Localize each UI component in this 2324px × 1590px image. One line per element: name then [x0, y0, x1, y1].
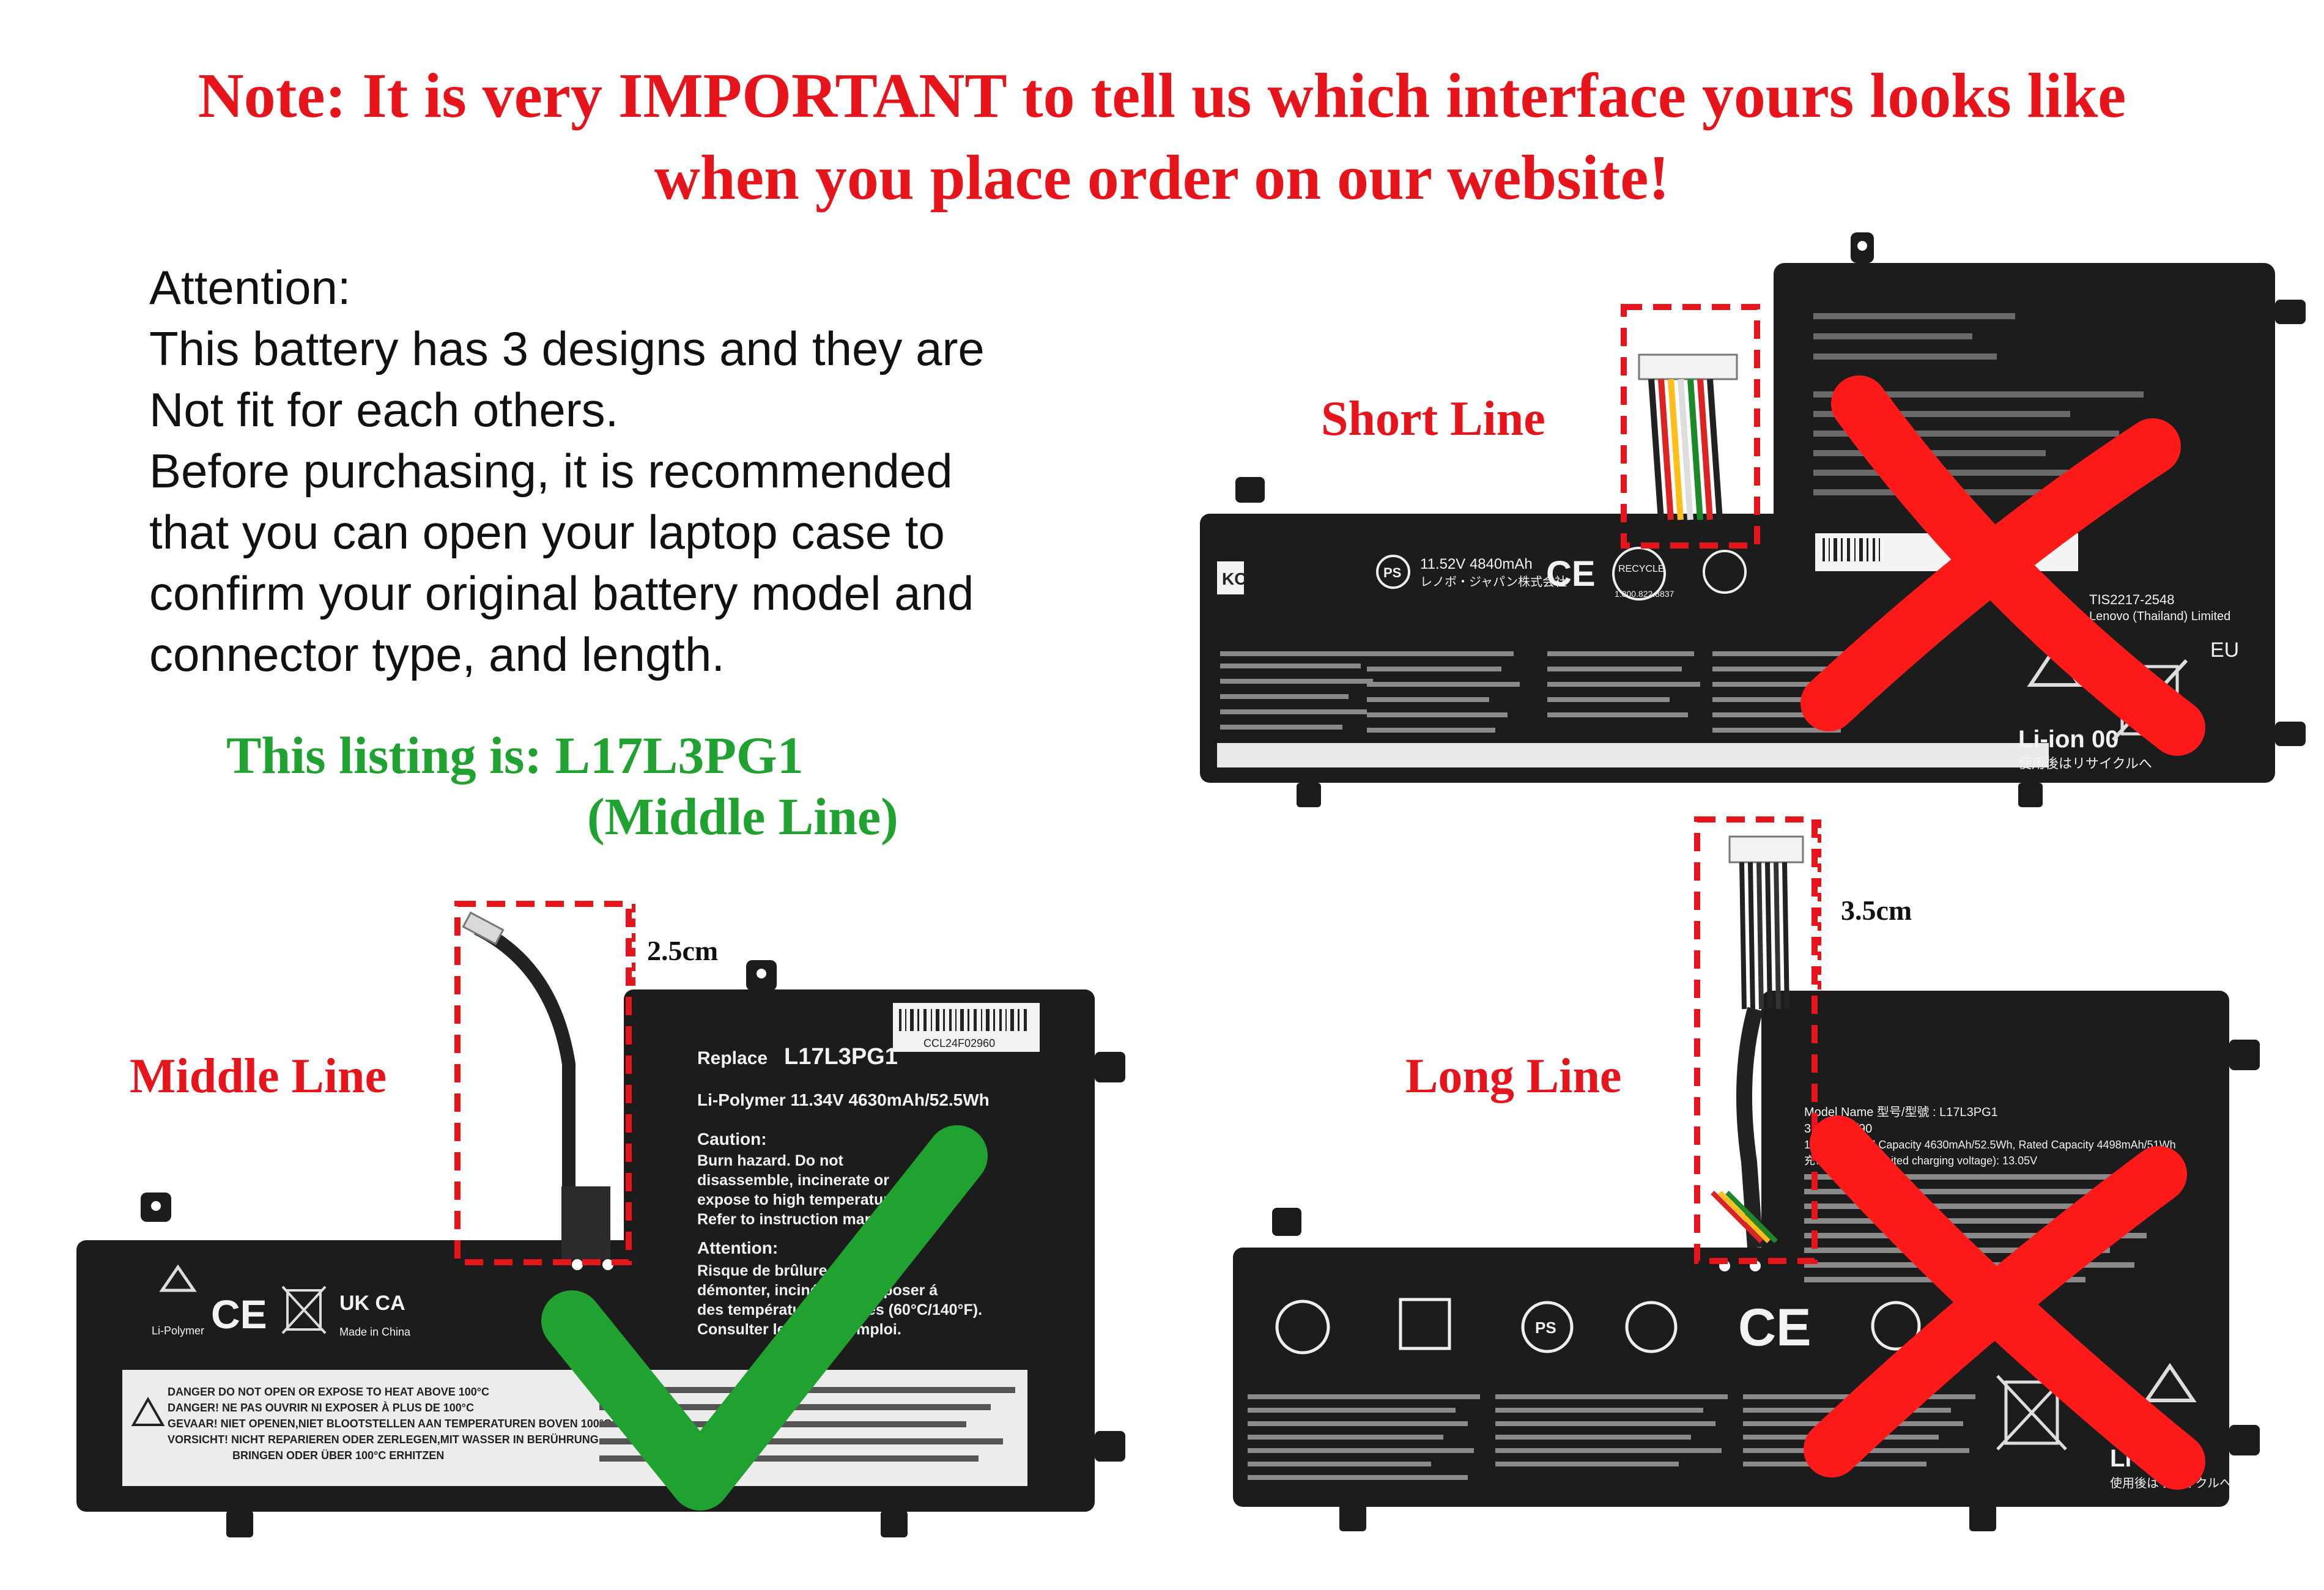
- svg-text:Li-Polymer 11.34V 4630mAh/52.: Li-Polymer 11.34V 4630mAh/52.5Wh: [697, 1090, 990, 1109]
- svg-text:使用後はリサイクルへ: 使用後はリサイクルへ: [2018, 756, 2152, 771]
- recycle-icon: [2143, 1363, 2197, 1402]
- listing-model: This listing is: L17L3PG1: [226, 726, 804, 785]
- attention-line: confirm your original battery model and: [149, 566, 974, 620]
- svg-text:CE: CE: [1738, 1298, 1811, 1357]
- svg-text:Burn hazard. Do not: Burn hazard. Do not: [697, 1152, 844, 1169]
- attention-line: Before purchasing, it is recommended: [149, 444, 953, 498]
- attention-line: This battery has 3 designs and they are: [149, 322, 985, 375]
- trash-bin-icon: [2004, 1380, 2059, 1445]
- attention-line: that you can open your laptop case to: [149, 505, 945, 559]
- svg-text:Made in China: Made in China: [339, 1326, 411, 1338]
- long-connector-highlight: [1694, 816, 1818, 1264]
- listing-line-type: (Middle Line): [587, 787, 898, 846]
- svg-text:レノボ・ジャパン株式会社: レノボ・ジャパン株式会社: [1420, 575, 1567, 589]
- svg-text:PS: PS: [1535, 1318, 1556, 1337]
- svg-text:GEVAAR! NIET OPENEN,NIET BLOO: GEVAAR! NIET OPENEN,NIET BLOOTSTELLEN AA…: [168, 1418, 612, 1430]
- attention-text: Attention: This battery has 3 designs an…: [149, 257, 1103, 685]
- long-line-battery: Model Name 型号/型號 : L17L3PG1 3ICP6/55/90 …: [1233, 816, 2260, 1531]
- svg-text:EU: EU: [2210, 638, 2239, 662]
- important-note: Note: It is very IMPORTANT to tell us wh…: [0, 55, 2324, 219]
- red-cross-icon: [1804, 1115, 2205, 1490]
- red-cross-icon: [1800, 375, 2205, 756]
- svg-text:RECYCLE: RECYCLE: [1618, 564, 1665, 574]
- recycle-icon: [159, 1264, 197, 1292]
- svg-text:L17L3PG1: L17L3PG1: [784, 1044, 898, 1070]
- note-line-1: Note: It is very IMPORTANT to tell us wh…: [198, 61, 2126, 131]
- middle-line-battery: CCL24F02960 Replace L17L3PG1 Li-Polymer …: [76, 901, 1125, 1537]
- attention-line: connector type, and length.: [149, 627, 725, 681]
- short-connector-highlight: [1621, 304, 1760, 549]
- trash-bin-icon: [286, 1289, 322, 1331]
- svg-text:CCL24F02960: CCL24F02960: [923, 1037, 995, 1049]
- svg-text:UK CA: UK CA: [339, 1292, 405, 1315]
- svg-text:KC: KC: [1222, 569, 1246, 588]
- svg-text:11.52V 4840mAh: 11.52V 4840mAh: [1420, 556, 1533, 572]
- svg-text:BRINGEN ODER ÜBER 100°C ERHITZ: BRINGEN ODER ÜBER 100°C ERHITZEN: [232, 1449, 444, 1462]
- svg-text:VORSICHT! NICHT REPARIEREN OD: VORSICHT! NICHT REPARIEREN ODER ZERLEGEN…: [168, 1433, 599, 1446]
- middle-length-label: 2.5cm: [647, 935, 719, 966]
- svg-text:DANGER! NE PAS OUVRIR NI EXPO: DANGER! NE PAS OUVRIR NI EXPOSER À PLUS …: [168, 1401, 474, 1414]
- middle-line-label: Middle Line: [130, 1049, 387, 1103]
- svg-text:CE: CE: [211, 1292, 267, 1337]
- svg-text:CE: CE: [1546, 554, 1596, 594]
- svg-text:Model Name 型号/型號 : L17L3PG1: Model Name 型号/型號 : L17L3PG1: [1804, 1105, 1998, 1119]
- svg-text:TIS2217-2548: TIS2217-2548: [2089, 592, 2174, 607]
- long-line-label: Long Line: [1405, 1049, 1622, 1103]
- long-length-label: 3.5cm: [1841, 895, 1912, 926]
- warning-icon: [131, 1396, 165, 1426]
- svg-text:PS: PS: [1383, 565, 1401, 580]
- short-line-label: Short Line: [1321, 392, 1545, 446]
- attention-line: Not fit for each others.: [149, 383, 619, 437]
- green-check-icon: [541, 1125, 988, 1511]
- svg-text:Lenovo (Thailand) Limited: Lenovo (Thailand) Limited: [2089, 610, 2230, 623]
- short-line-battery: KC PS 11.52V 4840mAh レノボ・ジャパン株式会社 CE REC…: [1200, 232, 2306, 807]
- svg-text:Replace: Replace: [697, 1048, 768, 1068]
- svg-text:disassemble, incinerate or: disassemble, incinerate or: [697, 1172, 889, 1189]
- svg-text:1.800.822.8837: 1.800.822.8837: [1615, 589, 1675, 599]
- svg-text:Caution:: Caution:: [697, 1130, 767, 1148]
- svg-text:Li-Polymer: Li-Polymer: [152, 1325, 204, 1337]
- attention-line: Attention:: [149, 261, 351, 314]
- svg-text:DANGER DO NOT OPEN OR EXPOSE: DANGER DO NOT OPEN OR EXPOSE TO HEAT ABO…: [168, 1386, 489, 1398]
- svg-text:Attention:: Attention:: [697, 1238, 778, 1257]
- svg-text:11.34V Typical Capacity 4630m: 11.34V Typical Capacity 4630mAh/52.5Wh, …: [1804, 1139, 2176, 1151]
- note-line-2: when you place order on our website!: [654, 142, 1670, 213]
- svg-text:Li-ion 00: Li-ion 00: [2018, 726, 2119, 753]
